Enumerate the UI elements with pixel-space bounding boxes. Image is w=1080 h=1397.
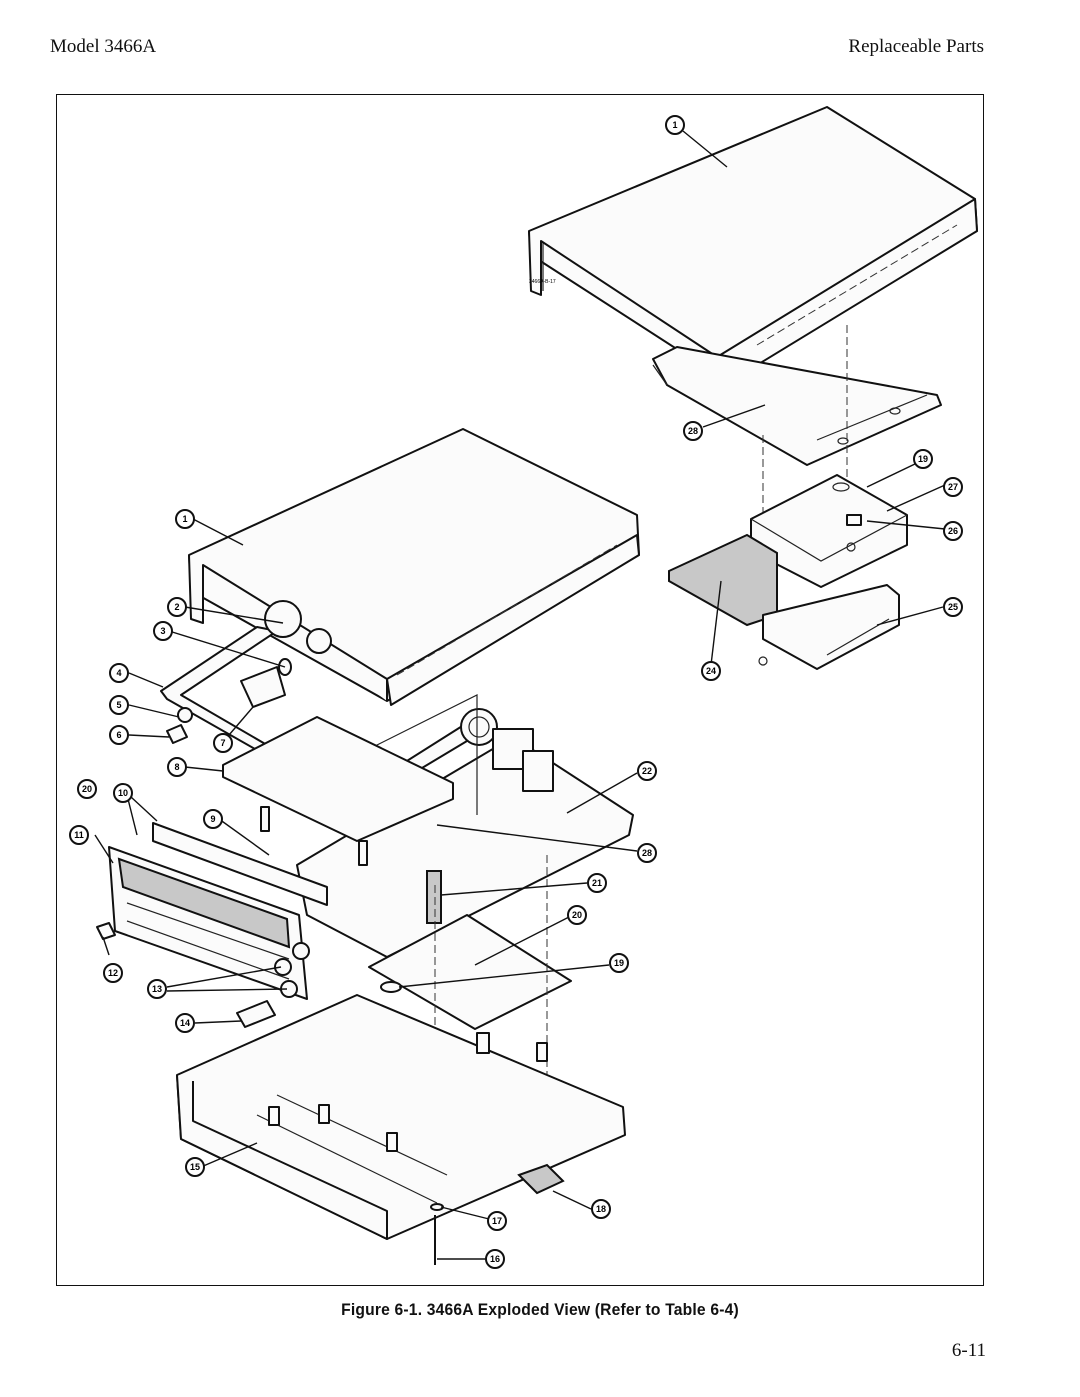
callout-9: 9 bbox=[203, 809, 223, 829]
callout-22: 22 bbox=[637, 761, 657, 781]
svg-text:4: 4 bbox=[116, 668, 121, 678]
callout-25: 26 bbox=[943, 521, 963, 541]
svg-text:20: 20 bbox=[82, 784, 92, 794]
carry-handle bbox=[160, 600, 498, 808]
svg-text:5: 5 bbox=[116, 700, 121, 710]
callout-3: 3 bbox=[153, 621, 173, 641]
standoff-21 bbox=[426, 870, 442, 924]
insulator-20 bbox=[368, 914, 572, 1030]
top-cover-upper: 3466A-B-17 bbox=[528, 106, 978, 388]
callout-19-lower: 19 bbox=[609, 953, 629, 973]
svg-text:26: 26 bbox=[948, 526, 958, 536]
svg-text:7: 7 bbox=[220, 738, 225, 748]
header-model: Model 3466A bbox=[50, 36, 157, 57]
washer-5 bbox=[177, 707, 193, 723]
callout-23: 24 bbox=[701, 661, 721, 681]
svg-text:27: 27 bbox=[948, 482, 958, 492]
svg-text:2: 2 bbox=[174, 602, 179, 612]
svg-text:14: 14 bbox=[180, 1018, 190, 1028]
svg-text:19: 19 bbox=[918, 454, 928, 464]
leader-lines bbox=[94, 130, 946, 1260]
figure-frame: 3466A-B-17 bbox=[56, 94, 984, 1286]
callout-18: 18 bbox=[591, 1199, 611, 1219]
callout-7: 7 bbox=[213, 733, 233, 753]
callout-15: 15 bbox=[185, 1157, 205, 1177]
callout-28: 28 bbox=[637, 843, 657, 863]
callout-16: 16 bbox=[485, 1249, 505, 1269]
svg-text:1: 1 bbox=[182, 514, 187, 524]
svg-text:28: 28 bbox=[642, 848, 652, 858]
callout-10: 10 bbox=[113, 783, 133, 803]
figure-caption: Figure 6-1. 3466A Exploded View (Refer t… bbox=[341, 1300, 739, 1319]
bracket-7 bbox=[240, 666, 286, 708]
washer-19 bbox=[380, 981, 402, 993]
svg-text:28: 28 bbox=[688, 426, 698, 436]
callout-1-main: 1 bbox=[175, 509, 195, 529]
svg-text:16: 16 bbox=[490, 1254, 500, 1264]
callout-20-right: 20 bbox=[567, 905, 587, 925]
front-panel-assembly bbox=[96, 822, 328, 1028]
callout-21: 21 bbox=[587, 873, 607, 893]
callout-17: 17 bbox=[487, 1211, 507, 1231]
callout-11: 11 bbox=[69, 825, 89, 845]
svg-text:20: 20 bbox=[572, 910, 582, 920]
top-cover-main bbox=[188, 428, 640, 706]
svg-text:12: 12 bbox=[108, 968, 118, 978]
callout-4: 4 bbox=[109, 663, 129, 683]
svg-text:22: 22 bbox=[642, 766, 652, 776]
callout-24: 25 bbox=[943, 597, 963, 617]
svg-text:11: 11 bbox=[74, 830, 84, 840]
header-section: Replaceable Parts bbox=[848, 36, 984, 57]
svg-text:19: 19 bbox=[614, 958, 624, 968]
callout-2: 2 bbox=[167, 597, 187, 617]
callout-19-upper: 19 bbox=[913, 449, 933, 469]
svg-text:6: 6 bbox=[116, 730, 121, 740]
bracket-24 bbox=[758, 584, 900, 670]
callout-14: 14 bbox=[175, 1013, 195, 1033]
foot-18 bbox=[517, 1163, 565, 1195]
svg-text:17: 17 bbox=[492, 1216, 502, 1226]
callout-27: 28 bbox=[683, 421, 703, 441]
main-circuit-board bbox=[296, 694, 634, 958]
svg-text:18: 18 bbox=[596, 1204, 606, 1214]
page-number: 6-11 bbox=[951, 1340, 986, 1361]
svg-text:3: 3 bbox=[160, 626, 165, 636]
drawing-number: 3466A-B-17 bbox=[529, 279, 556, 285]
svg-text:21: 21 bbox=[592, 878, 602, 888]
svg-text:24: 24 bbox=[706, 666, 716, 676]
callout-5: 5 bbox=[109, 695, 129, 715]
callout-26: 27 bbox=[943, 477, 963, 497]
svg-text:1: 1 bbox=[672, 120, 677, 130]
pivot-2 bbox=[306, 628, 332, 654]
svg-text:25: 25 bbox=[948, 602, 958, 612]
svg-text:15: 15 bbox=[190, 1162, 200, 1172]
svg-text:13: 13 bbox=[152, 984, 162, 994]
pc-board-23 bbox=[668, 533, 778, 627]
callout-8: 8 bbox=[167, 757, 187, 777]
svg-text:9: 9 bbox=[210, 814, 215, 824]
svg-text:10: 10 bbox=[118, 788, 128, 798]
svg-text:8: 8 bbox=[174, 762, 179, 772]
callout-20-left: 20 bbox=[77, 779, 97, 799]
shield-plate-8 bbox=[222, 716, 454, 866]
bottom-plate bbox=[652, 346, 942, 466]
callout-1-upper: 1 bbox=[665, 115, 685, 135]
callout-12: 12 bbox=[103, 963, 123, 983]
callout-13: 13 bbox=[147, 979, 167, 999]
nut-6 bbox=[166, 724, 188, 744]
bottom-case bbox=[176, 994, 626, 1240]
callout-6: 6 bbox=[109, 725, 129, 745]
exploded-view-drawing: 3466A-B-17 bbox=[69, 106, 978, 1269]
